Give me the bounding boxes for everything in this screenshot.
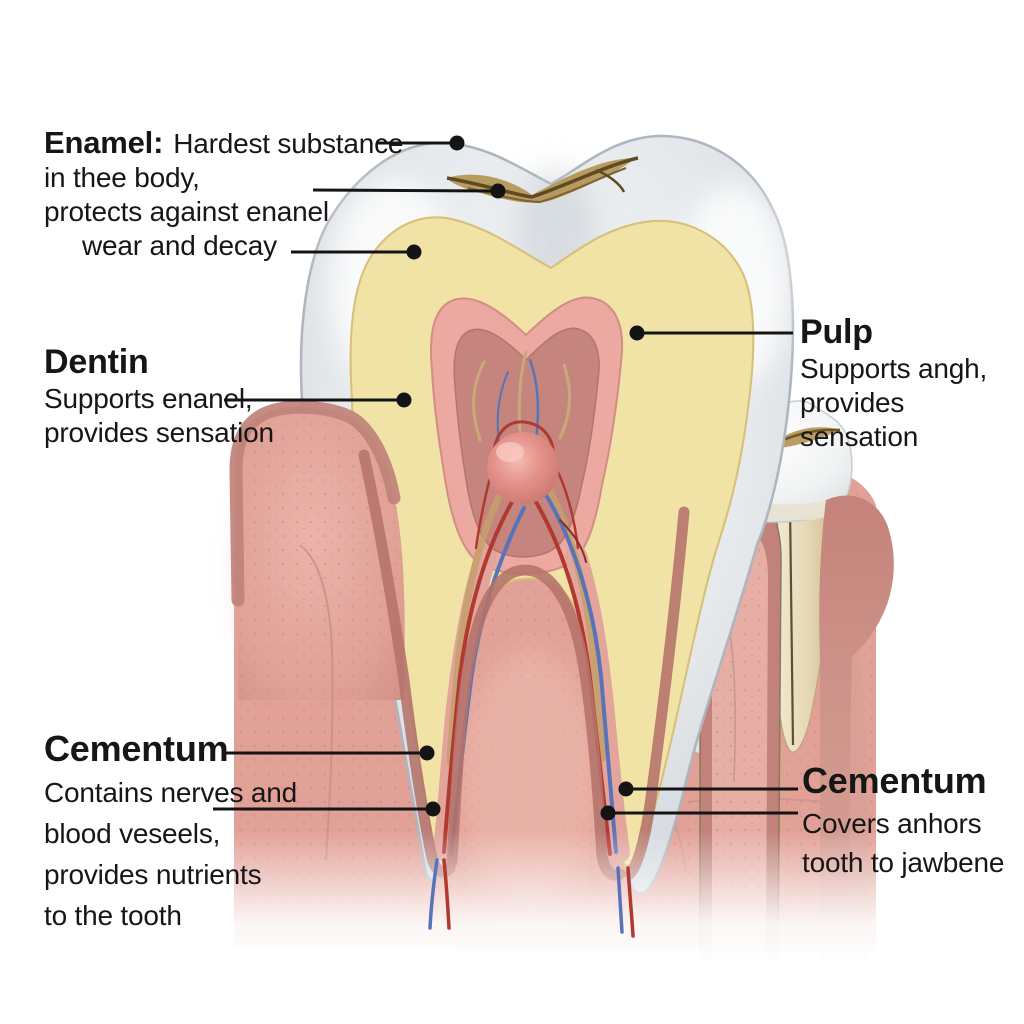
leader-enamel-2: [312, 188, 494, 193]
label-cementum-left: Cementum Contains nerves and blood vesee…: [44, 728, 298, 931]
label-cementum-right: Cementum Covers anhors tooth to jawbene: [802, 760, 1005, 878]
small-root-canal: [788, 504, 795, 746]
leader-lines: [213, 135, 798, 821]
label-dentin-heading: Dentin: [44, 343, 149, 381]
label-enamel-heading-line: Enamel:Hardest substance: [44, 125, 404, 160]
label-cementum-left-heading: Cementum: [44, 728, 229, 769]
label-pulp: Pulp Supports angh, provides sensation: [800, 312, 1024, 454]
nerves-and-vessels: [442, 350, 618, 858]
pulp-ball: [487, 432, 559, 504]
label-dentin: Dentin Supports enanel, provides sensati…: [44, 343, 274, 448]
label-cementum-right-heading: Cementum: [802, 760, 987, 801]
bottom-fade: [0, 830, 1024, 1000]
label-pulp-heading: Pulp: [800, 313, 873, 351]
label-enamel-heading: Enamel:: [44, 125, 164, 160]
molar-cross-section: [301, 136, 793, 893]
label-enamel: Enamel:Hardest substance in thee body, p…: [44, 125, 404, 262]
apical-vessels: [428, 858, 635, 938]
left-gum: [229, 400, 405, 861]
